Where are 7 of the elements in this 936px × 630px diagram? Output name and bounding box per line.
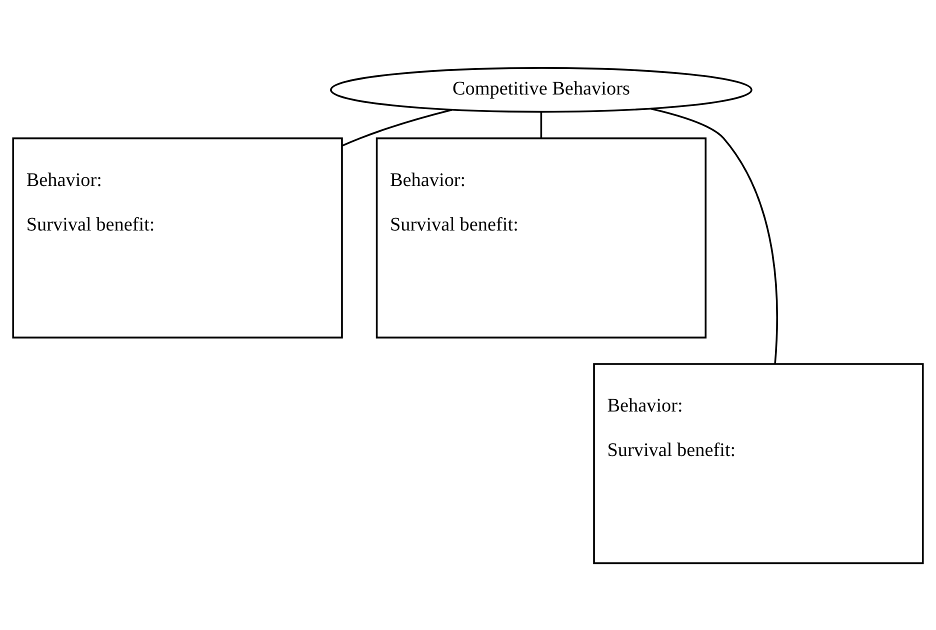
connector — [342, 108, 452, 146]
connector — [650, 107, 778, 364]
connector — [540, 111, 542, 138]
node-box: Behavior: Survival benefit: — [12, 136, 343, 338]
node-box: Behavior: Survival benefit: — [376, 136, 707, 338]
node-ellipse: Competitive Behaviors — [330, 66, 752, 112]
node-box: Behavior: Survival benefit: — [593, 362, 924, 564]
